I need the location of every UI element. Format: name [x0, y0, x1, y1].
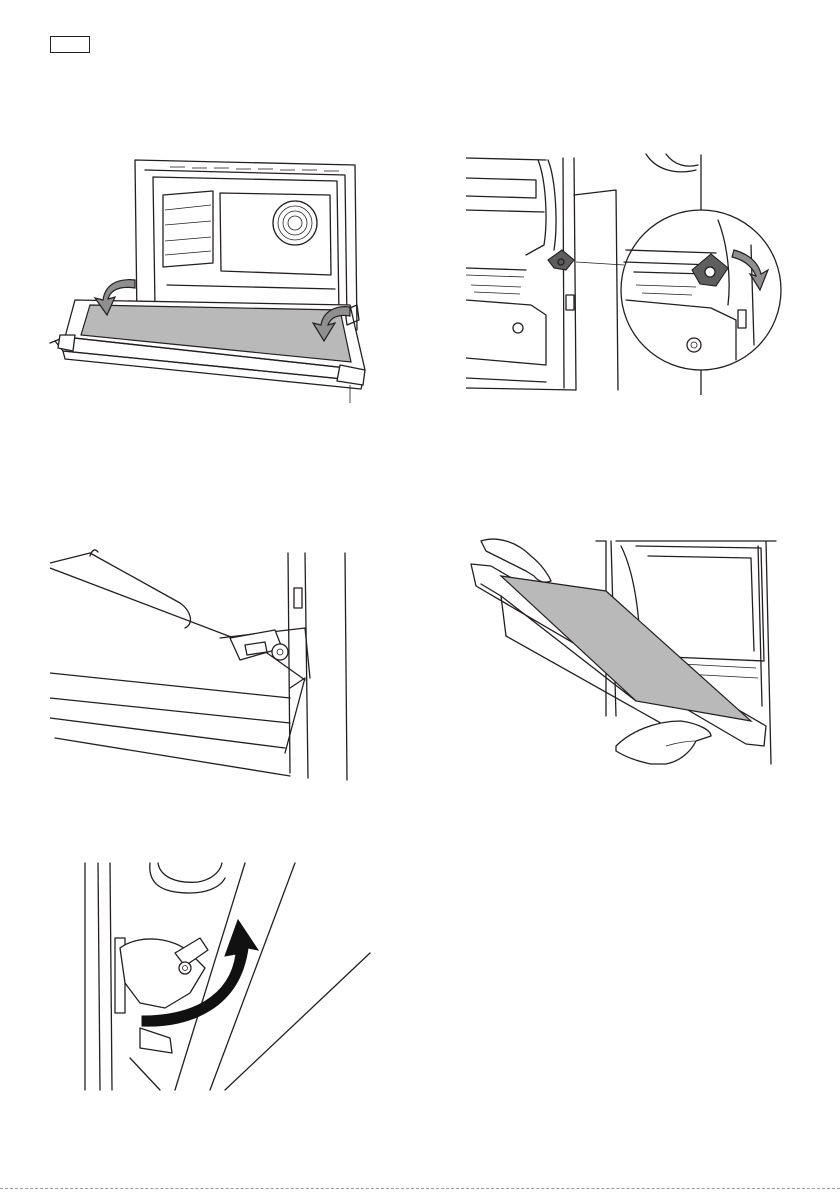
hinge-rotate-illustration: [80, 858, 372, 1093]
figure-hinge-latched: [50, 548, 352, 783]
oven-door-open-illustration: [45, 155, 380, 405]
figure-hinge-lever-closeup: [466, 150, 796, 395]
hands-lifting-door-illustration: [466, 536, 778, 768]
figure-hands-lifting-door: [466, 536, 778, 768]
page-bottom-rule: [0, 1188, 840, 1189]
figure-hinge-rotate: [80, 858, 372, 1093]
hinge-latched-illustration: [50, 548, 352, 783]
figure-oven-door-open: [45, 155, 380, 405]
page-number-box: [50, 36, 90, 53]
hinge-lever-illustration: [466, 150, 796, 395]
